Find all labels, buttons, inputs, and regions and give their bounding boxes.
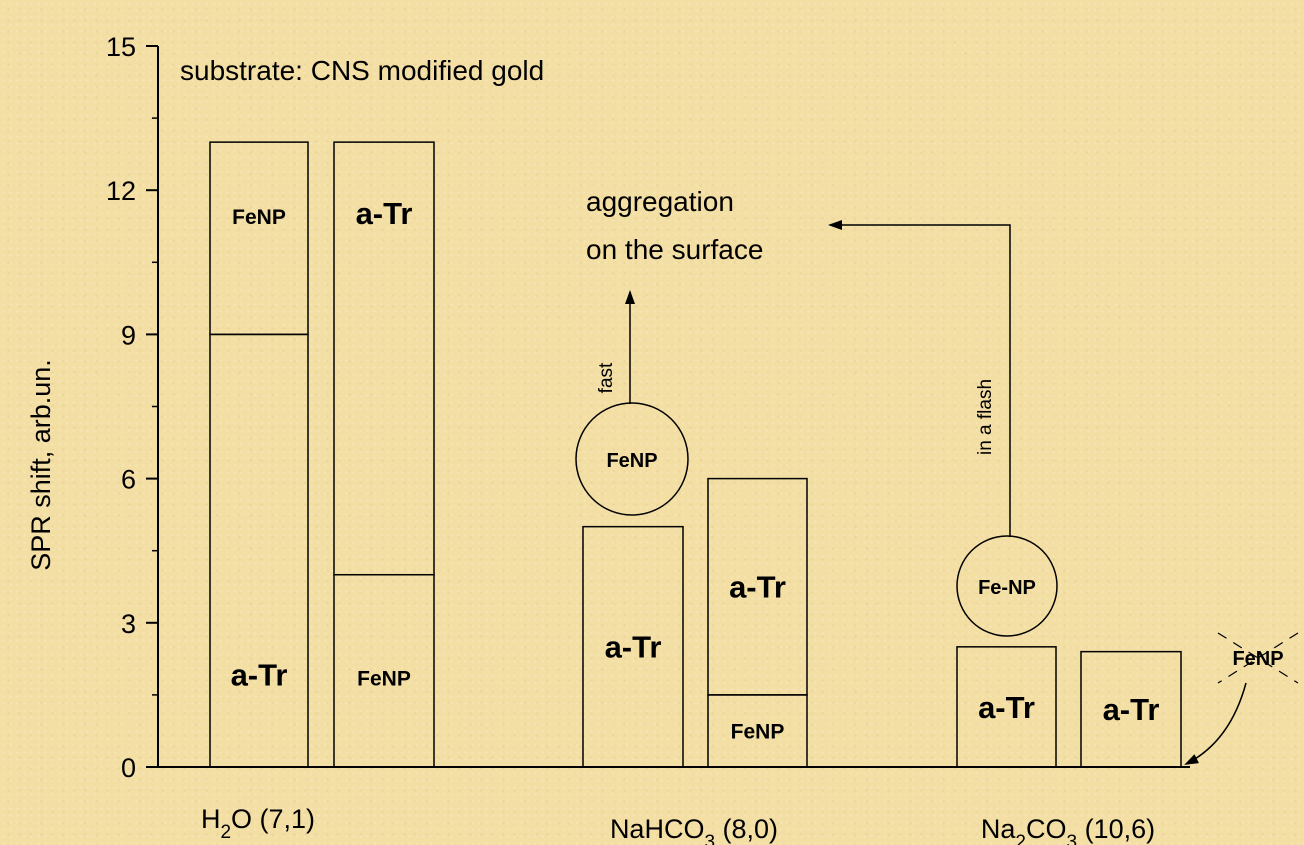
y-tick-label-0: 0 xyxy=(121,753,136,783)
bar-0-segment-0-a-tr xyxy=(209,333,309,768)
bar-2-segment-0-a-tr xyxy=(582,525,684,768)
crossed-fenp-label: FeNP xyxy=(1232,648,1283,670)
bar-1-segment-1-a-tr xyxy=(333,141,435,576)
crossed-fenp-arrow xyxy=(1184,682,1247,765)
bar-1-segment-1-label: a-Tr xyxy=(356,196,413,231)
crossed-fenp: FeNP xyxy=(1217,632,1299,684)
y-ticks: 0 3 6 9 12 15 xyxy=(106,32,158,783)
y-tick-label-15: 15 xyxy=(106,32,136,62)
bar-3-segment-1-label: a-Tr xyxy=(729,570,786,605)
bar-4-segment-0-label: a-Tr xyxy=(978,690,1035,725)
group-label-nahco3: NaHCO3 (8,0) xyxy=(610,814,778,845)
bar-0-segment-0-label: a-Tr xyxy=(231,657,288,692)
bar-0-segment-1-label: FeNP xyxy=(232,206,286,229)
bar-5-segment-0-label: a-Tr xyxy=(1103,692,1160,727)
y-tick-label-3: 3 xyxy=(121,609,136,639)
bar-2-segment-0-label: a-Tr xyxy=(605,630,662,665)
circle-fe-np-label: Fe-NP xyxy=(978,577,1036,599)
bar-3-segment-1-a-tr xyxy=(707,477,808,696)
flash-arrow xyxy=(828,220,1011,537)
circle-fenp-label: FeNP xyxy=(606,450,657,472)
y-axis-label: SPR shift, arb.un. xyxy=(26,359,56,571)
bar-1-segment-0-label: FeNP xyxy=(357,667,411,690)
y-tick-label-9: 9 xyxy=(121,320,136,350)
bar-5-segment-0-a-tr xyxy=(1080,650,1182,768)
substrate-annotation: substrate: CNS modified gold xyxy=(180,55,544,86)
fast-label: fast xyxy=(596,362,617,393)
aggregation-line2: on the surface xyxy=(586,234,763,265)
flash-label: in a flash xyxy=(975,379,996,455)
y-tick-label-12: 12 xyxy=(106,176,136,206)
group-labels: H2O (7,1) NaHCO3 (8,0) Na2CO3 (10,6) xyxy=(201,804,1155,845)
bar-0-segment-1-fenp xyxy=(209,141,309,336)
circle-fenp-nahco3: FeNP xyxy=(575,402,689,516)
bar-4-segment-0-a-tr xyxy=(956,646,1057,768)
y-tick-label-6: 6 xyxy=(121,465,136,495)
bar-3-segment-0-label: FeNP xyxy=(731,720,785,743)
group-label-na2co3: Na2CO3 (10,6) xyxy=(981,814,1155,845)
aggregation-line1: aggregation xyxy=(586,186,734,217)
circle-fenp-na2co3: Fe-NP xyxy=(956,535,1058,637)
group-label-h2o: H2O (7,1) xyxy=(201,804,315,843)
